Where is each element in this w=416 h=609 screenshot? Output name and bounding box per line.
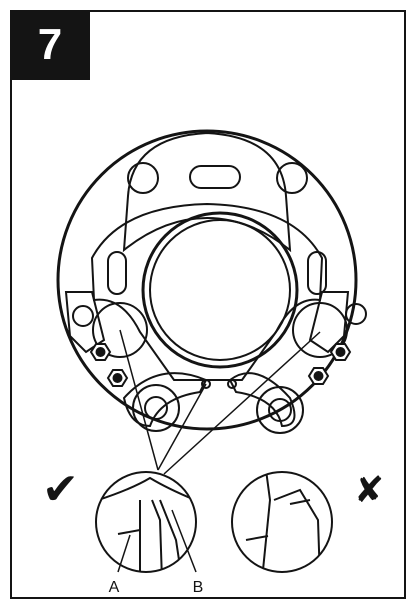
right-lower-panel xyxy=(308,291,350,354)
left-lower-nut xyxy=(106,369,129,387)
lens-outer-ring xyxy=(141,211,299,369)
top-right-hole xyxy=(276,162,308,194)
right-hinge-pin xyxy=(227,379,237,389)
top-left-hole xyxy=(127,162,159,194)
leader-line-3 xyxy=(163,331,321,475)
top-mount-plate xyxy=(122,131,292,253)
top-slot xyxy=(189,165,241,189)
right-hinge-arm xyxy=(228,372,296,428)
left-hinge-wheel xyxy=(132,384,180,432)
left-slot xyxy=(107,251,127,295)
correct-checkmark: ✔ xyxy=(42,465,79,514)
callout-label-b: B xyxy=(193,579,204,596)
right-detail-circle xyxy=(292,302,348,358)
left-side-hole xyxy=(72,305,94,327)
right-side-hole xyxy=(345,303,367,325)
right-upper-nut xyxy=(329,343,352,361)
incorrect-cross: ✘ xyxy=(354,469,384,510)
outer-housing xyxy=(56,129,358,431)
step-number-badge: 7 xyxy=(10,10,90,80)
leader-line-2 xyxy=(157,383,207,471)
zoom-detail-incorrect xyxy=(231,471,333,573)
callout-a-pointer xyxy=(117,534,131,573)
lens-inner-ring xyxy=(149,219,291,361)
zoom-detail-correct xyxy=(95,471,197,573)
bracket-body xyxy=(90,202,324,381)
right-hinge-hub xyxy=(268,398,292,422)
left-hinge-pin xyxy=(201,379,211,389)
leader-line-1 xyxy=(119,329,159,471)
right-lower-nut xyxy=(307,367,330,385)
panel-frame xyxy=(10,10,406,599)
right-slot xyxy=(307,251,327,295)
left-hinge-hub xyxy=(144,396,168,420)
right-hinge-wheel xyxy=(256,386,304,434)
step-number: 7 xyxy=(37,20,63,69)
callout-label-a: A xyxy=(109,579,120,596)
left-detail-circle xyxy=(92,302,148,358)
callout-b-pointer xyxy=(171,509,197,573)
left-upper-nut xyxy=(89,343,112,361)
